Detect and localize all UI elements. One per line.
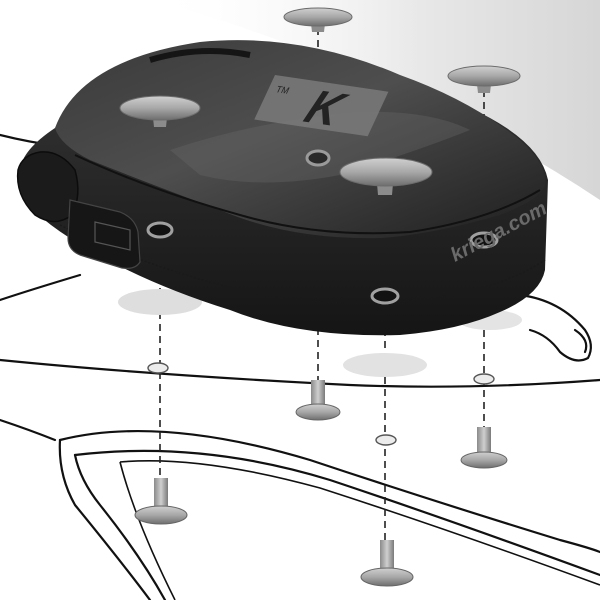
screw-left [134, 478, 188, 525]
cap-right [447, 65, 521, 93]
ring-right [473, 373, 495, 385]
bottom-screws [134, 380, 508, 587]
side-buckle [67, 199, 141, 269]
ring-left [147, 362, 169, 374]
motorcycle-tail-outline [0, 133, 600, 600]
cap-top-center [283, 7, 353, 32]
cap-left [119, 95, 201, 127]
screw-center-bottom [360, 540, 414, 587]
eyelet-center [370, 287, 400, 305]
eyelet-right [469, 231, 499, 249]
cap-center [339, 157, 433, 195]
fastener-caps [119, 7, 521, 195]
pale-washers [118, 289, 522, 377]
washer-left [118, 289, 202, 315]
brand-logo: K TM [254, 75, 389, 137]
top-strap [149, 48, 251, 63]
eyelet-left [146, 221, 174, 239]
washer-center [343, 353, 427, 377]
screw-center-top [295, 380, 341, 421]
ring-center [375, 434, 397, 446]
eyelet-top [305, 149, 331, 167]
tail-pack-bag: K TM kriega.com [16, 40, 551, 336]
background-shade [150, 0, 600, 200]
logo-trademark: TM [274, 84, 291, 95]
small-rings [147, 362, 495, 446]
screw-right [460, 427, 508, 469]
